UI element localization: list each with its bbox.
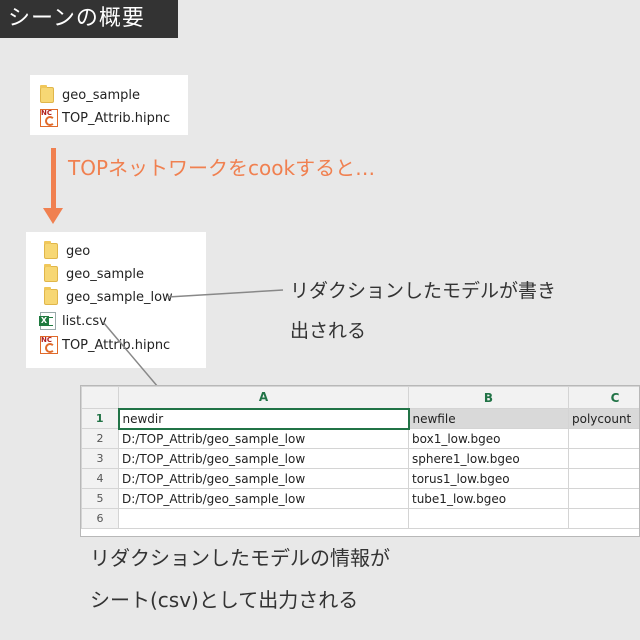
csv-caption-line2: シート(csv)として出力される bbox=[90, 588, 359, 612]
down-arrow-shaft bbox=[51, 148, 56, 210]
connector-list-csv bbox=[102, 321, 159, 388]
file-item-list-csv[interactable]: X list.csv bbox=[39, 310, 107, 332]
table-row: 5 D:/TOP_Attrib/geo_sample_low tube1_low… bbox=[81, 488, 639, 509]
excel-csv-icon: X bbox=[39, 312, 56, 330]
column-header-a[interactable]: A bbox=[118, 386, 409, 409]
column-header-c[interactable]: C bbox=[568, 386, 639, 409]
csv-spreadsheet: A B C 1 newdir newfile polycount 2 D:/TO… bbox=[80, 385, 640, 537]
file-item-geo[interactable]: geo bbox=[44, 240, 90, 262]
table-cell[interactable]: D:/TOP_Attrib/geo_sample_low bbox=[118, 448, 409, 469]
folder-icon bbox=[40, 85, 54, 103]
callout-reduced-model-line2: 出される bbox=[290, 320, 367, 342]
folder-icon bbox=[44, 287, 58, 305]
row-header[interactable]: 5 bbox=[81, 488, 119, 509]
table-cell[interactable]: newdir bbox=[117, 407, 410, 430]
file-name: geo_sample bbox=[66, 266, 144, 282]
table-cell[interactable]: D:/TOP_Attrib/geo_sample_low bbox=[118, 468, 409, 489]
file-item-geo-sample[interactable]: geo_sample bbox=[40, 84, 140, 106]
table-cell[interactable]: torus1_low.bgeo bbox=[408, 468, 569, 489]
callout-reduced-model-line1: リダクションしたモデルが書き bbox=[290, 280, 557, 302]
table-cell[interactable] bbox=[568, 488, 639, 509]
table-cell[interactable]: D:/TOP_Attrib/geo_sample_low bbox=[118, 488, 409, 509]
file-name: geo bbox=[66, 243, 91, 259]
file-explorer-after: geo geo_sample geo_sample_low X list.csv… bbox=[26, 232, 206, 368]
column-header-b[interactable]: B bbox=[408, 386, 569, 409]
file-name: TOP_Attrib.hipnc bbox=[62, 110, 171, 126]
process-caption: TOPネットワークをcookすると… bbox=[68, 156, 376, 180]
file-item-geo-sample[interactable]: geo_sample bbox=[44, 263, 144, 285]
file-item-hipnc[interactable]: NC TOP_Attrib.hipnc bbox=[40, 334, 170, 356]
table-row: 4 D:/TOP_Attrib/geo_sample_low torus1_lo… bbox=[81, 468, 639, 489]
folder-icon bbox=[44, 264, 58, 282]
connector-geo-sample-low bbox=[167, 289, 284, 298]
file-item-geo-sample-low[interactable]: geo_sample_low bbox=[44, 286, 173, 308]
file-item-hipnc[interactable]: NC TOP_Attrib.hipnc bbox=[40, 107, 170, 129]
houdini-file-icon: NC bbox=[40, 109, 58, 127]
table-cell[interactable] bbox=[568, 508, 639, 529]
table-cell[interactable] bbox=[568, 428, 639, 449]
table-cell[interactable]: polycount bbox=[568, 408, 639, 429]
table-row: 2 D:/TOP_Attrib/geo_sample_low box1_low.… bbox=[81, 428, 639, 449]
table-cell[interactable] bbox=[118, 508, 409, 529]
table-cell[interactable]: newfile bbox=[408, 408, 569, 429]
table-cell[interactable]: D:/TOP_Attrib/geo_sample_low bbox=[118, 428, 409, 449]
table-row: 3 D:/TOP_Attrib/geo_sample_low sphere1_l… bbox=[81, 448, 639, 469]
file-name: geo_sample bbox=[62, 87, 140, 103]
row-header[interactable]: 1 bbox=[81, 408, 119, 429]
file-name: TOP_Attrib.hipnc bbox=[62, 337, 171, 353]
table-cell[interactable]: sphere1_low.bgeo bbox=[408, 448, 569, 469]
row-header[interactable]: 4 bbox=[81, 468, 119, 489]
row-header[interactable]: 3 bbox=[81, 448, 119, 469]
sheet-corner[interactable] bbox=[81, 386, 119, 409]
folder-icon bbox=[44, 241, 58, 259]
row-header[interactable]: 2 bbox=[81, 428, 119, 449]
table-row: 6 bbox=[81, 508, 639, 529]
table-cell[interactable]: 2 bbox=[568, 468, 639, 489]
table-cell[interactable]: tube1_low.bgeo bbox=[408, 488, 569, 509]
down-arrow-icon bbox=[43, 208, 63, 224]
slide-title: シーンの概要 bbox=[0, 0, 178, 38]
table-cell[interactable] bbox=[408, 508, 569, 529]
file-name: list.csv bbox=[62, 313, 107, 329]
table-cell[interactable]: box1_low.bgeo bbox=[408, 428, 569, 449]
file-name: geo_sample_low bbox=[66, 289, 173, 305]
table-row: 1 newdir newfile polycount bbox=[81, 407, 639, 430]
houdini-file-icon: NC bbox=[40, 336, 58, 354]
table-cell[interactable]: 2 bbox=[568, 448, 639, 469]
csv-caption-line1: リダクションしたモデルの情報が bbox=[90, 546, 390, 570]
file-explorer-before: geo_sample NC TOP_Attrib.hipnc bbox=[30, 75, 188, 135]
row-header[interactable]: 6 bbox=[81, 508, 119, 529]
